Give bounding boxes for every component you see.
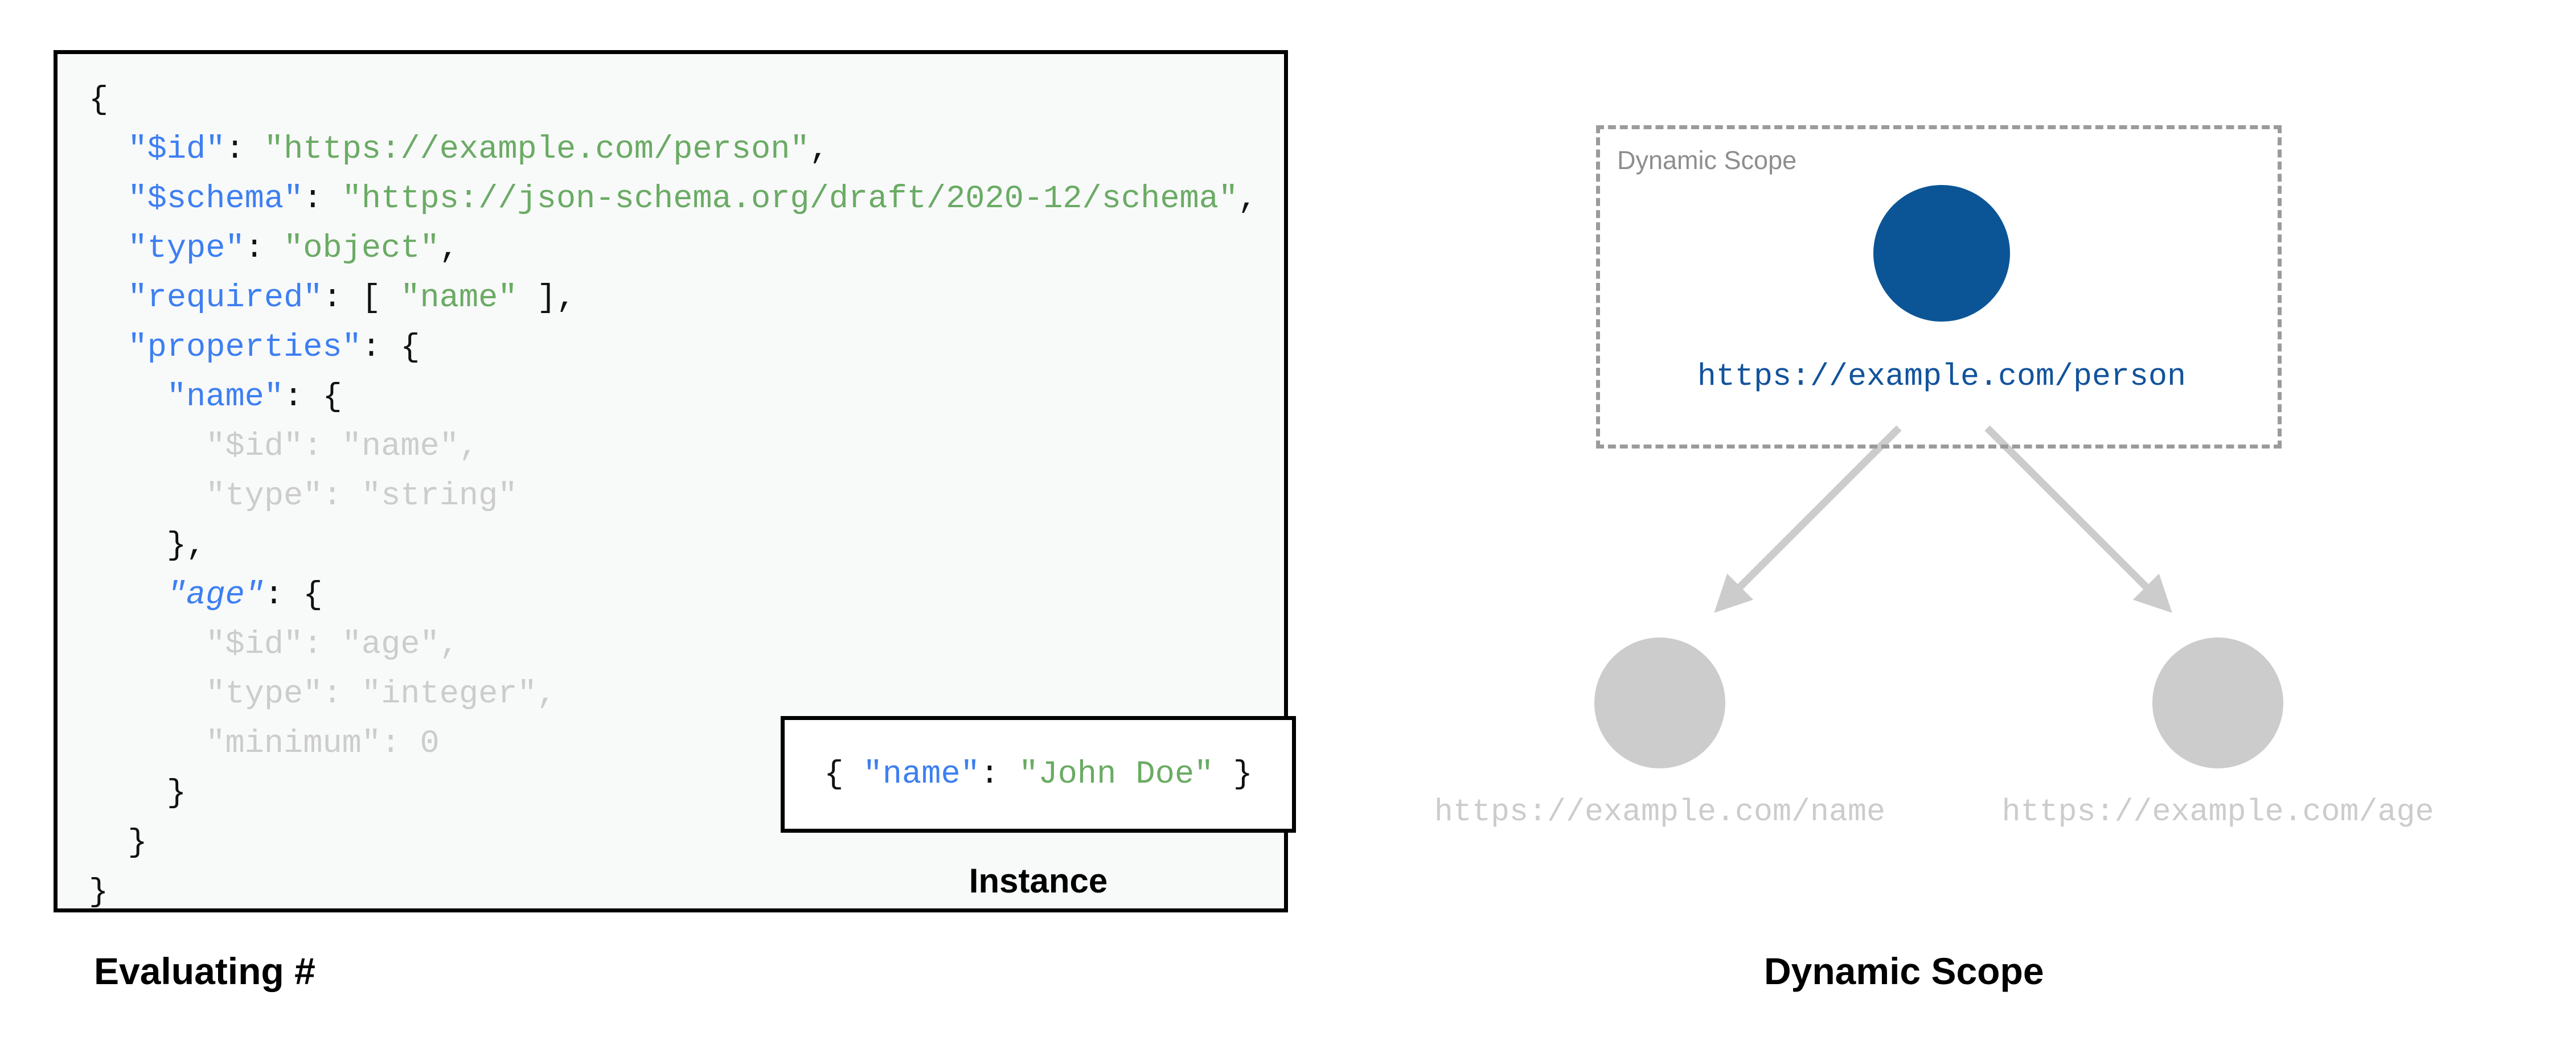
node-name-circle[interactable] [1594,637,1725,768]
code-line: "type": "string" [89,472,1257,521]
left-figure-caption: Evaluating # [94,950,315,992]
code-line: "$schema": "https://json-schema.org/draf… [89,175,1257,224]
dynamic-scope-boundary-label: Dynamic Scope [1617,146,1797,175]
schema-code-panel: { "$id": "https://example.com/person", "… [54,50,1296,912]
code-token: "https://json-schema.org/draft/2020-12/s… [342,181,1238,217]
code-line: "minimum": 0 [89,719,1257,769]
code-token: "John Doe" [1019,756,1214,793]
code-line: "name": { [89,373,1257,422]
code-token: { [824,756,863,793]
code-token: : [225,131,264,168]
edge-root-to-name [1714,425,1902,613]
code-token: "age" [166,577,264,614]
code-token: "type" [128,231,245,267]
code-line: "type": "object", [89,224,1257,274]
code-token: } [166,775,187,812]
code-line: } [89,818,1257,868]
code-token: "name" [400,280,518,316]
instance-box: { "name": "John Doe" } [781,716,1296,833]
code-token: : { [361,330,420,366]
code-token: "name" [863,756,980,793]
code-token: , [1238,181,1258,217]
code-token: "https://example.com/person" [264,131,810,168]
code-token: "type": "string" [206,478,518,515]
edge-root-to-age [1984,425,2172,613]
code-token: "object" [284,231,440,267]
code-token: "$schema" [128,181,303,217]
code-line: } [89,769,1257,818]
dynamic-scope-boundary [1596,125,2282,449]
code-token: "$id" [128,131,225,168]
node-age-label: https://example.com/age [2001,794,2434,830]
code-token: : { [264,577,323,614]
code-token: : { [284,379,342,416]
schema-code-block: { "$id": "https://example.com/person", "… [89,76,1257,918]
code-token: { [89,82,109,118]
code-token: "minimum": 0 [206,726,440,762]
code-token: : [979,756,1019,793]
dynamic-scope-diagram: Dynamic Scope https://example.com/person… [1310,0,2576,1053]
right-figure-caption: Dynamic Scope [1764,950,2044,992]
code-line: "age": { [89,571,1257,620]
code-line: "$id": "name", [89,422,1257,472]
code-line: "type": "integer", [89,670,1257,719]
code-token: "name" [166,379,284,416]
node-age-circle[interactable] [2152,637,2283,768]
code-token: }, [166,528,206,564]
code-token: } [89,874,109,911]
code-line: } [89,868,1257,918]
code-token: : [ [322,280,401,316]
node-name-label: https://example.com/name [1434,794,1886,830]
code-token: "$id": "name", [206,429,479,465]
code-line: "$id": "age", [89,620,1257,670]
code-line: }, [89,521,1257,571]
code-token: ], [517,280,576,316]
instance-code: { "name": "John Doe" } [824,756,1253,793]
code-token: } [128,825,147,861]
code-token: : [244,231,284,267]
edge-layer [1714,425,2172,613]
code-token: , [809,131,829,168]
code-token: "$id": "age", [206,627,459,663]
code-token: "properties" [128,330,362,366]
node-root-label: https://example.com/person [1697,359,2187,394]
code-token: "required" [128,280,323,316]
code-token: : [303,181,342,217]
code-line: { [89,76,1257,125]
code-token: "type": "integer", [206,676,556,713]
code-line: "required": [ "name" ], [89,274,1257,323]
code-line: "properties": { [89,323,1257,373]
code-line: "$id": "https://example.com/person", [89,125,1257,175]
instance-caption: Instance [969,862,1108,900]
code-token: , [439,231,459,267]
code-token: } [1213,756,1253,793]
node-root-circle[interactable] [1873,185,2010,322]
